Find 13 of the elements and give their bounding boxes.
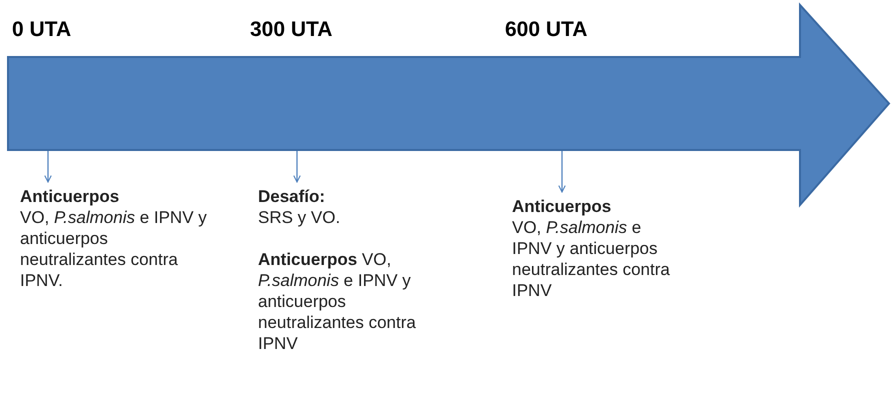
heading-text: Anticuerpos (20, 186, 120, 207)
arrow (44, 151, 52, 183)
body-text: Anticuerpos VO, P.salmonis e IPNV y anticuerpos neutralizantes contra IPNV (258, 249, 417, 354)
heading-text: Anticuerpos (512, 196, 612, 217)
heading-text: Desafío: (258, 186, 326, 207)
body-text: SRS y VO. (258, 207, 342, 228)
time-label: 300 UTA (250, 18, 332, 42)
time-label: 0 UTA (12, 18, 72, 42)
arrow (558, 151, 566, 193)
time-label: 600 UTA (505, 18, 588, 42)
arrow (293, 151, 301, 183)
body-text: VO, P.salmonis e IPNV y anticuerpos neutralizantes contra IPNV (512, 217, 671, 301)
body-text: VO, P.salmonis e IPNV y anticuerpos neutralizantes contra IPNV. (20, 207, 208, 291)
